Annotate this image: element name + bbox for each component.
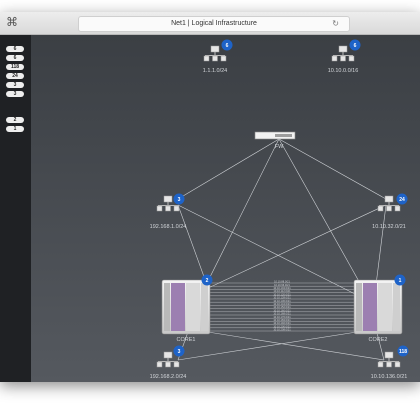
trunk-link-label: 10.10.168.0/21 [273,312,291,316]
node-label: 1.1.1.0/24 [203,68,227,74]
firewall-node[interactable]: FW [254,131,296,150]
topology-diagram: 10.10.88.0/2110.10.96.0/2110.10.104.0/21… [150,39,409,381]
network-node[interactable]: 3 192.168.1.0/24 [150,193,187,231]
node-count-badge: 118 [399,349,407,355]
address-bar[interactable]: Net1 | Logical Infrastructure ↻ [78,16,350,32]
trunk-link-label: 10.10.192.0/21 [273,321,291,325]
sidebar-badge[interactable]: 24 [6,73,24,79]
node-count-badge: 24 [399,197,405,203]
command-icon[interactable]: ⌘ [6,15,18,29]
node-count-badge: 3 [178,349,181,355]
sidebar-badge[interactable]: 1 [6,126,24,132]
node-label: 192.168.2.0/24 [150,374,187,380]
trunk-link-label: 10.10.96.0/21 [274,283,290,287]
trunk-link-label: 10.10.144.0/21 [273,302,291,306]
network-node[interactable]: 118 10.10.136.0/21 [371,345,409,381]
node-count-badge: 2 [206,278,209,284]
trunk-link-label: 10.10.184.0/21 [273,318,291,322]
window-title: Net1 | Logical Infrastructure [171,20,257,27]
node-label: 10.10.32.0/21 [372,224,406,230]
trunk-link-label: 10.10.200.0/21 [273,324,291,328]
trunk-link-label: 10.10.152.0/21 [273,305,291,309]
trunk-links: 10.10.88.0/2110.10.96.0/2110.10.104.0/21… [210,280,354,332]
core-switch-node[interactable]: 1 CORE2 [353,274,406,344]
core-switch-node[interactable]: 2 CORE1 [161,274,213,344]
trunk-link-label: 10.10.160.0/21 [273,308,291,312]
node-count-badge: 1 [399,278,402,284]
node-label: 10.10.136.0/21 [371,374,408,380]
node-count-badge: 3 [178,197,181,203]
sidebar-badge[interactable]: 3 [6,82,24,88]
network-node[interactable]: 3 192.168.2.0/24 [150,345,187,381]
network-node[interactable]: 24 10.10.32.0/21 [372,193,408,231]
trunk-link-label: 10.10.128.0/21 [273,296,291,300]
trunk-link-label: 10.10.120.0/21 [273,292,291,296]
trunk-link-label: 10.10.176.0/21 [273,315,291,319]
sidebar-badge[interactable]: 3 [6,91,24,97]
sidebar-badge[interactable]: 6 [6,46,24,52]
sidebar: 6 6 118 24 3 3 2 1 [0,35,31,382]
node-count-badge: 6 [354,43,357,49]
title-bar: ⌘ Net1 | Logical Infrastructure ↻ [0,12,420,35]
trunk-link-label: 10.10.112.0/21 [273,289,291,293]
trunk-link-label: 10.10.208.0/21 [273,328,291,332]
trunk-link-label: 10.10.104.0/21 [273,286,291,290]
network-node[interactable]: 6 10.10.0.0/16 [328,39,361,75]
sidebar-badge[interactable]: 6 [6,55,24,61]
reload-icon[interactable]: ↻ [332,19,339,28]
node-label: CORE2 [369,337,388,343]
node-count-badge: 6 [226,43,229,49]
sidebar-badge[interactable]: 118 [6,64,24,70]
node-label: CORE1 [177,337,196,343]
trunk-link-label: 10.10.88.0/21 [274,280,290,284]
node-label: FW [275,144,284,150]
node-label: 10.10.0.0/16 [328,68,359,74]
network-node[interactable]: 6 1.1.1.0/24 [203,39,233,75]
sidebar-badge[interactable]: 2 [6,117,24,123]
app-window: ⌘ Net1 | Logical Infrastructure ↻ 6 6 11… [0,12,420,382]
trunk-link-label: 10.10.136.0/21 [273,299,291,303]
node-label: 192.168.1.0/24 [150,224,187,230]
